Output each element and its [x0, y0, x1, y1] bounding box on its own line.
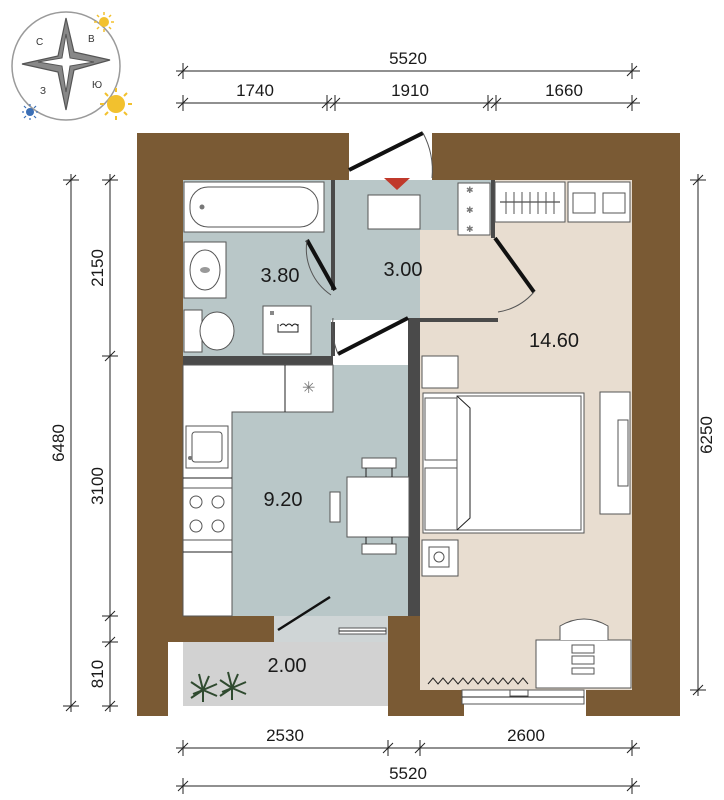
tv-stand	[599, 391, 631, 515]
compass: С В Ю З	[11, 11, 132, 121]
dim-bottom-total: 5520	[389, 764, 427, 783]
dim-left-segment-1: 2150	[88, 249, 107, 287]
curtain	[427, 677, 529, 685]
hall-fixtures: ✱ ✱ ✱	[367, 178, 491, 236]
washbasin	[183, 241, 227, 299]
walls	[137, 133, 680, 716]
dimension-lines	[63, 63, 706, 794]
nightstand-top	[421, 355, 459, 389]
entrance-marker	[384, 178, 410, 190]
room-area-bedroom: 14.60	[529, 330, 579, 352]
compass-label-east: В	[88, 34, 95, 45]
room-area-bathroom: 3.80	[261, 265, 300, 287]
room-area-hall: 3.00	[384, 259, 423, 281]
doors	[277, 131, 536, 632]
dim-left-total: 6480	[49, 424, 68, 462]
small-sun-icon	[94, 12, 114, 32]
dim-right-total: 6250	[697, 416, 716, 454]
room-area-balcony: 2.00	[268, 655, 307, 677]
svg-text:✱: ✱	[466, 225, 474, 235]
desk	[535, 618, 632, 689]
toilet	[183, 309, 235, 353]
compass-label-west: З	[40, 86, 46, 97]
dim-left-segment-3: 810	[88, 660, 107, 688]
plant-icon	[190, 671, 247, 702]
room-area-kitchen: 9.20	[264, 489, 303, 511]
svg-text:✱: ✱	[466, 186, 474, 196]
nightstand-bottom	[421, 539, 459, 577]
dim-bottom-segment-2: 2600	[507, 726, 545, 745]
compass-label-south: Ю	[92, 80, 102, 91]
wardrobe	[494, 181, 631, 223]
stove	[182, 487, 233, 541]
bathtub	[183, 181, 325, 233]
washing-machine	[262, 305, 312, 355]
dim-bottom-segment-1: 2530	[266, 726, 304, 745]
compass-label-north: С	[36, 37, 43, 48]
moon-icon	[22, 104, 38, 120]
dim-left-segment-2: 3100	[88, 467, 107, 505]
dim-top-total: 5520	[389, 49, 427, 68]
dining-table	[329, 457, 410, 555]
sun-icon	[100, 88, 132, 120]
fan-icon: ✳	[302, 378, 315, 397]
dim-top-segment-2: 1910	[391, 81, 429, 100]
svg-text:✱: ✱	[466, 206, 474, 216]
interior-walls	[183, 180, 498, 616]
bed	[422, 392, 585, 534]
kitchen-counter: ✳	[182, 364, 334, 617]
dim-top-segment-3: 1660	[545, 81, 583, 100]
dim-top-segment-1: 1740	[236, 81, 274, 100]
windows	[338, 627, 585, 705]
